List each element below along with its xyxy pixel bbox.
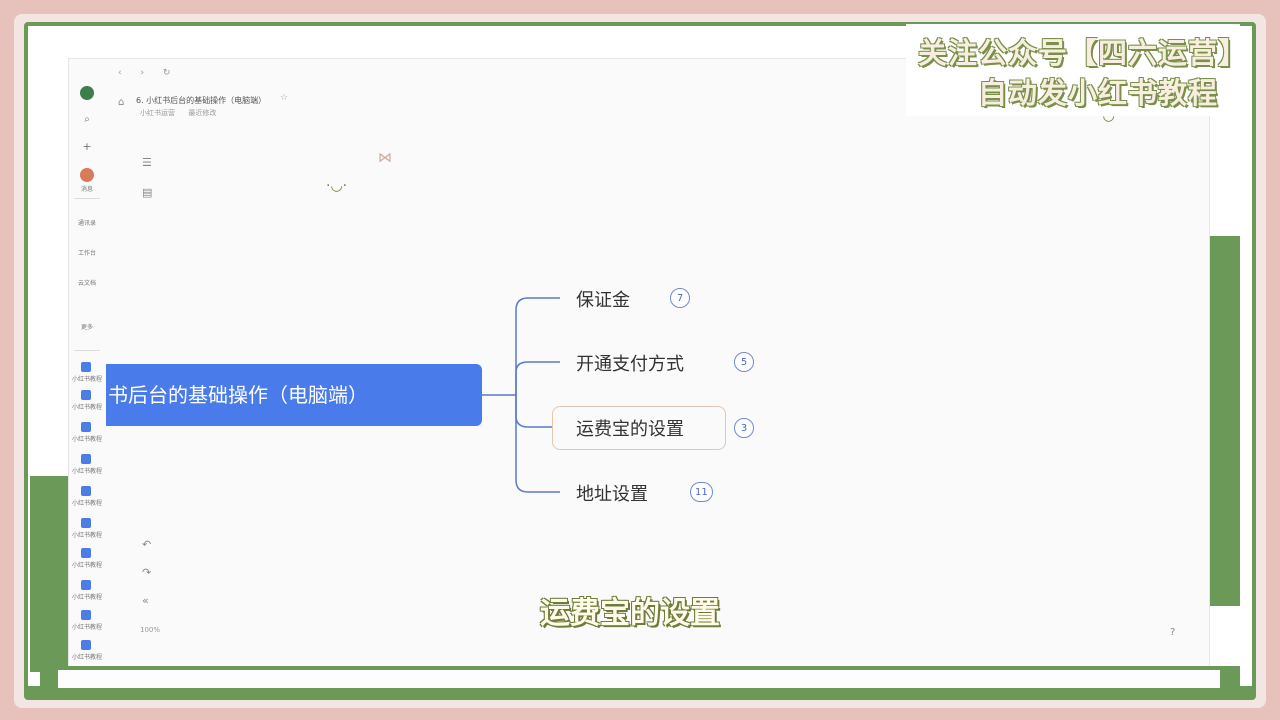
home-icon[interactable]: ⌂	[118, 97, 125, 108]
doc-item[interactable]: 小红书教程	[71, 376, 102, 383]
doc-item[interactable]: 小红书教程	[71, 404, 102, 411]
layout-icon[interactable]: ▤	[142, 186, 153, 199]
doc-item[interactable]: 小红书教程	[71, 594, 102, 601]
app-sidebar: ⌕ + 消息 通讯录 工作台 云文档 更多 小红书教程 小红书教程 小红书教程 …	[70, 78, 104, 668]
avatar[interactable]	[80, 86, 94, 100]
doc-item[interactable]: 小红书教程	[71, 468, 102, 475]
sidebar-item-messages[interactable]: 消息	[80, 186, 93, 193]
decor-left-green	[30, 476, 68, 672]
sidebar-divider	[74, 198, 100, 199]
sidebar-divider	[74, 350, 100, 351]
mindmap-root-node[interactable]: 书后台的基础操作（电脑端）	[106, 364, 482, 426]
decor-bottom-inner	[58, 670, 1220, 688]
add-icon[interactable]: +	[82, 140, 92, 153]
bow-icon: ⋈	[378, 150, 392, 166]
star-icon[interactable]: ☆	[280, 93, 289, 103]
branch-address[interactable]: 地址设置	[576, 484, 648, 505]
meta-updated: 最近修改	[188, 109, 217, 117]
branch-count-badge[interactable]: 11	[690, 482, 713, 502]
doodle-face-icon: ·◡·	[326, 178, 348, 194]
doc-item[interactable]: 小红书教程	[71, 654, 102, 661]
doc-item[interactable]: 小红书教程	[71, 624, 102, 631]
doc-icon	[81, 640, 91, 650]
meta-owner: 小红书运营	[140, 109, 175, 117]
document-meta: 小红书运营 最近修改	[140, 108, 216, 118]
branch-count-badge[interactable]: 7	[670, 288, 690, 308]
branch-shipping[interactable]: 运费宝的设置	[576, 419, 684, 440]
doc-icon	[81, 390, 91, 400]
sidebar-item-docs[interactable]: 云文档	[77, 280, 96, 287]
watermark-line2: 自动发小红书教程	[978, 76, 1219, 110]
doc-icon	[81, 486, 91, 496]
branch-deposit[interactable]: 保证金	[576, 290, 630, 311]
doc-icon	[81, 518, 91, 528]
doc-icon	[81, 610, 91, 620]
doc-item[interactable]: 小红书教程	[71, 532, 102, 539]
collapse-icon[interactable]: «	[142, 594, 149, 607]
doc-icon	[81, 580, 91, 590]
undo-icon[interactable]: ↶	[142, 538, 152, 551]
doc-icon	[81, 548, 91, 558]
watermark-background	[906, 24, 1240, 116]
sidebar-item-contacts[interactable]: 通讯录	[77, 220, 96, 227]
doc-icon	[81, 422, 91, 432]
selection-highlight	[552, 406, 726, 450]
branch-count-badge[interactable]: 3	[734, 418, 754, 438]
search-icon[interactable]: ⌕	[84, 114, 90, 125]
video-subtitle: 运费宝的设置	[540, 596, 720, 631]
help-icon[interactable]: ?	[1170, 627, 1176, 638]
nav-arrows[interactable]: ‹ › ↻	[118, 68, 179, 78]
zoom-level[interactable]: 100%	[140, 626, 161, 634]
sidebar-item-workbench[interactable]: 工作台	[77, 250, 96, 257]
doc-item[interactable]: 小红书教程	[71, 500, 102, 507]
sidebar-item-more[interactable]: 更多	[80, 324, 93, 331]
outline-icon[interactable]: ☰	[142, 156, 152, 169]
doc-item[interactable]: 小红书教程	[71, 436, 102, 443]
doc-icon	[81, 454, 91, 464]
doc-icon	[81, 362, 91, 372]
decor-right-green	[1210, 236, 1240, 606]
document-title: 6. 小红书后台的基础操作（电脑端）	[136, 96, 267, 105]
message-icon[interactable]	[80, 168, 94, 182]
redo-icon[interactable]: ↷	[142, 566, 152, 579]
branch-payment[interactable]: 开通支付方式	[576, 354, 684, 375]
branch-count-badge[interactable]: 5	[734, 352, 754, 372]
doc-item[interactable]: 小红书教程	[71, 562, 102, 569]
watermark-line1: 关注公众号【四六运营】	[918, 36, 1249, 70]
